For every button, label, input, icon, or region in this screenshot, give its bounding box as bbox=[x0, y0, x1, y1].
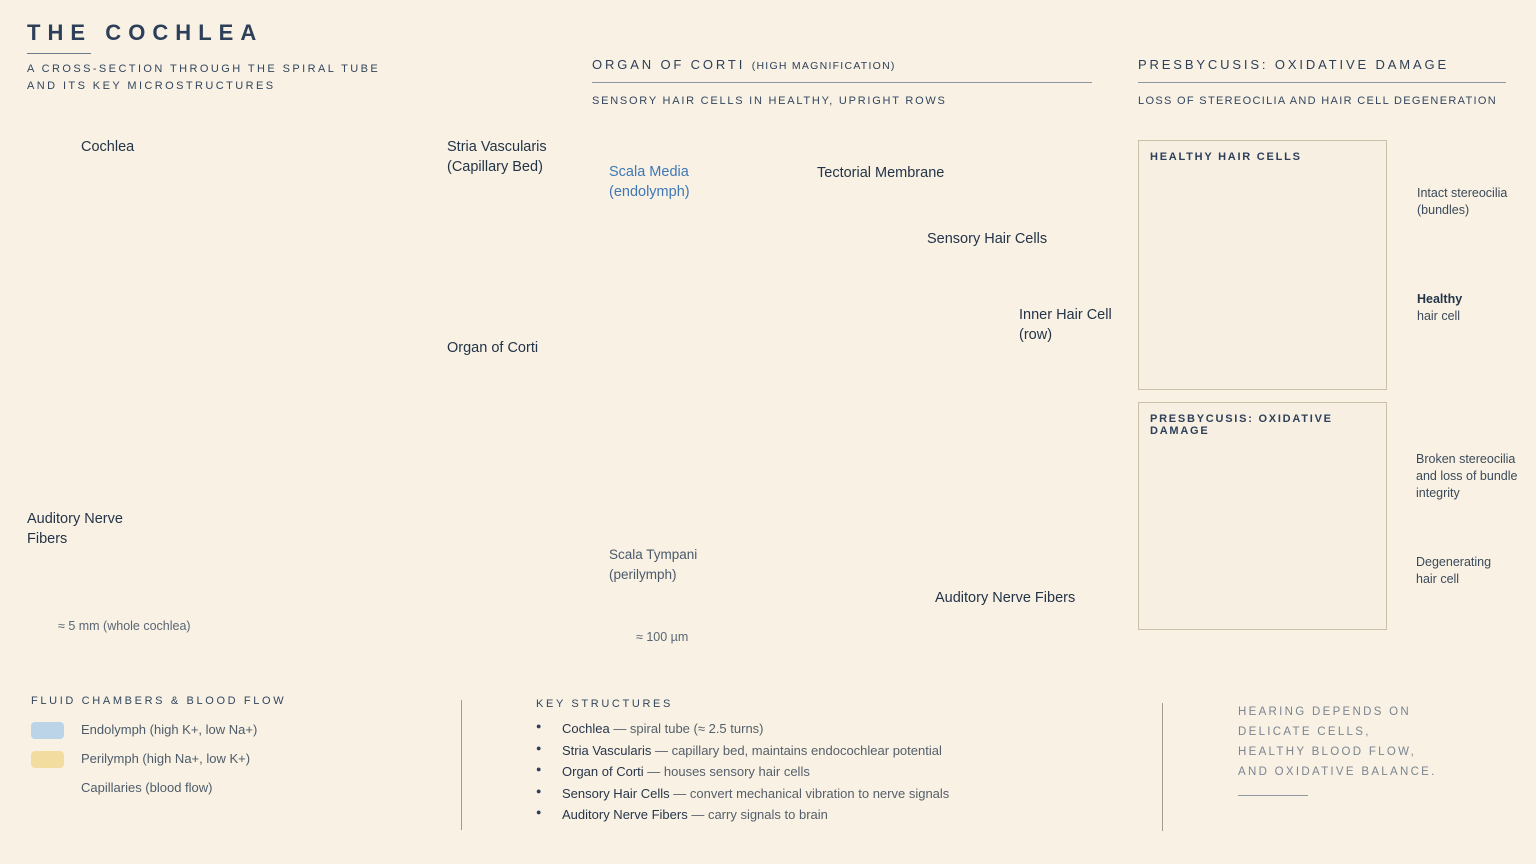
label-tympani-line-2: (perilymph) bbox=[609, 567, 677, 582]
divider-right bbox=[1162, 703, 1163, 831]
legend-title: FLUID CHAMBERS & BLOOD FLOW bbox=[31, 695, 287, 707]
legend-swatch-perilymph bbox=[31, 751, 64, 768]
label-inner-line-2: (row) bbox=[1019, 327, 1053, 343]
label-scala-media: Scala Media (endolymph) bbox=[609, 162, 690, 202]
quote-underline bbox=[1238, 795, 1308, 796]
label-degenerating-line-1: Degenerating bbox=[1416, 555, 1492, 569]
legend-label-endolymph: Endolymph (high K+, low Na+) bbox=[81, 722, 258, 737]
quote-line-1: HEARING DEPENDS ON bbox=[1238, 706, 1412, 718]
key-structure-name: Organ of Corti bbox=[562, 764, 644, 779]
label-tympani-line-1: Scala Tympani bbox=[609, 547, 698, 562]
label-intact-line-2: (bundles) bbox=[1417, 203, 1470, 217]
key-structure-name: Cochlea bbox=[562, 721, 610, 736]
key-structure-desc: — capillary bed, maintains endocochlear … bbox=[651, 742, 942, 758]
label-inner-hair-cell: Inner Hair Cell (row) bbox=[1019, 305, 1112, 345]
subtitle-line-2: AND ITS KEY MICROSTRUCTURES bbox=[27, 80, 276, 92]
corti-nerve-fibers bbox=[627, 391, 1083, 566]
legend-label-perilymph: Perilymph (high Na+, low K+) bbox=[81, 751, 251, 766]
corti-title-rule bbox=[592, 82, 1092, 83]
label-stria-line-1: Stria Vascularis bbox=[447, 139, 547, 155]
cochlea-scale-bar bbox=[27, 610, 223, 620]
key-structure-item: Auditory Nerve Fibers — carry signals to… bbox=[536, 807, 949, 829]
label-stria-line-2: (Capillary Bed) bbox=[447, 159, 543, 175]
key-structures-list: Cochlea — spiral tube (≈ 2.5 turns) Stri… bbox=[536, 721, 949, 829]
label-healthy-hair-cell: Healthy hair cell bbox=[1417, 291, 1462, 325]
legend-swatch-endolymph bbox=[31, 722, 64, 739]
key-structure-desc: — houses sensory hair cells bbox=[643, 764, 810, 779]
divider-left bbox=[461, 700, 462, 830]
key-structure-item: Stria Vascularis — capillary bed, mainta… bbox=[536, 743, 949, 765]
label-healthy-line-2: hair cell bbox=[1417, 309, 1461, 323]
label-auditory-nerve-fibers: Auditory Nerve Fibers bbox=[935, 590, 1076, 606]
presbycusis-subtitle: LOSS OF STEREOCILIA AND HAIR CELL DEGENE… bbox=[1138, 95, 1498, 107]
corti-title-text: ORGAN OF CORTI bbox=[592, 57, 746, 72]
corti-leader-lines bbox=[777, 186, 1011, 582]
label-degenerating-line-2: hair cell bbox=[1416, 572, 1460, 586]
label-scala-media-line-2: (endolymph) bbox=[609, 184, 690, 200]
label-broken-stereocilia: Broken stereocilia and loss of bundle in… bbox=[1416, 451, 1517, 502]
key-structure-desc: — spiral tube (≈ 2.5 turns) bbox=[609, 721, 764, 736]
legend-label-capillaries: Capillaries (blood flow) bbox=[81, 780, 213, 795]
quote-line-4: AND OXIDATIVE BALANCE. bbox=[1238, 766, 1437, 778]
key-structure-desc: — carry signals to brain bbox=[687, 807, 828, 822]
corti-stereocilia bbox=[621, 291, 896, 331]
page-title: THE COCHLEA bbox=[27, 20, 264, 45]
corti-hair-nuclei bbox=[623, 370, 932, 400]
label-broken-line-2: and loss of bundle bbox=[1416, 469, 1518, 483]
subtitle-line-1: A CROSS-SECTION THROUGH THE SPIRAL TUBE bbox=[27, 63, 381, 75]
key-structure-item: Cochlea — spiral tube (≈ 2.5 turns) bbox=[536, 721, 949, 743]
corti-hair-cells bbox=[613, 319, 943, 413]
semicircular-canals bbox=[23, 233, 121, 346]
cochlea-capillaries bbox=[359, 189, 438, 471]
label-scala-tympani: Scala Tympani (perilymph) bbox=[609, 545, 697, 585]
label-nerve-line-2: Fibers bbox=[27, 531, 68, 547]
cochlea-spiral-chambers bbox=[148, 170, 422, 542]
title-underline bbox=[27, 53, 91, 54]
key-structure-name: Auditory Nerve Fibers bbox=[562, 807, 688, 822]
key-structure-name: Stria Vascularis bbox=[562, 742, 652, 758]
label-scala-media-line-1: Scala Media bbox=[609, 164, 689, 180]
label-healthy-line-1: Healthy bbox=[1417, 292, 1463, 306]
key-structure-name: Sensory Hair Cells bbox=[562, 785, 670, 801]
cochlea-nerve-bundle bbox=[29, 339, 151, 408]
corti-subtitle: SENSORY HAIR CELLS IN HEALTHY, UPRIGHT R… bbox=[592, 95, 947, 107]
corti-scale-label: ≈ 100 µm bbox=[636, 630, 689, 644]
quote-line-2: DELICATE CELLS, bbox=[1238, 726, 1371, 738]
label-organ-of-corti: Organ of Corti bbox=[447, 340, 539, 356]
label-intact-line-1: Intact stereocilia bbox=[1417, 186, 1508, 200]
closing-quote: HEARING DEPENDS ON DELICATE CELLS, HEALT… bbox=[1238, 702, 1437, 782]
label-intact-stereocilia: Intact stereocilia (bundles) bbox=[1417, 185, 1507, 219]
damaged-panel-title: PRESBYCUSIS: OXIDATIVE DAMAGE bbox=[1150, 413, 1333, 437]
label-inner-line-1: Inner Hair Cell bbox=[1019, 307, 1112, 323]
page-subtitle: A CROSS-SECTION THROUGH THE SPIRAL TUBE … bbox=[27, 61, 380, 95]
label-sensory-hair-cells: Sensory Hair Cells bbox=[927, 231, 1048, 247]
key-structure-item: Sensory Hair Cells — convert mechanical … bbox=[536, 786, 949, 808]
presbycusis-title-rule bbox=[1138, 82, 1506, 83]
key-structure-desc: — convert mechanical vibration to nerve … bbox=[669, 785, 950, 801]
corti-title-note: (HIGH MAGNIFICATION) bbox=[751, 60, 896, 72]
label-broken-line-1: Broken stereocilia bbox=[1416, 452, 1516, 466]
label-auditory-nerve: Auditory Nerve Fibers bbox=[27, 509, 123, 549]
cochlea-leader-lines bbox=[36, 143, 443, 502]
label-degenerating-hair-cell: Degenerating hair cell bbox=[1416, 554, 1491, 588]
tectorial-membrane bbox=[591, 224, 987, 317]
label-cochlea: Cochlea bbox=[81, 139, 135, 155]
quote-line-3: HEALTHY BLOOD FLOW, bbox=[1238, 746, 1417, 758]
cochlea-scale-label: ≈ 5 mm (whole cochlea) bbox=[58, 619, 191, 633]
label-tectorial-membrane: Tectorial Membrane bbox=[817, 165, 945, 181]
label-nerve-line-1: Auditory Nerve bbox=[27, 511, 123, 527]
corti-section-title: ORGAN OF CORTI (HIGH MAGNIFICATION) bbox=[592, 57, 896, 72]
key-structure-item: Organ of Corti — houses sensory hair cel… bbox=[536, 764, 949, 786]
corti-scale-bar bbox=[591, 622, 735, 632]
corti-blood-vessels bbox=[591, 443, 1083, 484]
healthy-panel-title: HEALTHY HAIR CELLS bbox=[1150, 151, 1302, 163]
presbycusis-section-title: PRESBYCUSIS: OXIDATIVE DAMAGE bbox=[1138, 57, 1449, 72]
label-broken-line-3: integrity bbox=[1416, 486, 1460, 500]
label-stria-vascularis: Stria Vascularis (Capillary Bed) bbox=[447, 137, 547, 177]
key-structures-title: KEY STRUCTURES bbox=[536, 698, 673, 710]
